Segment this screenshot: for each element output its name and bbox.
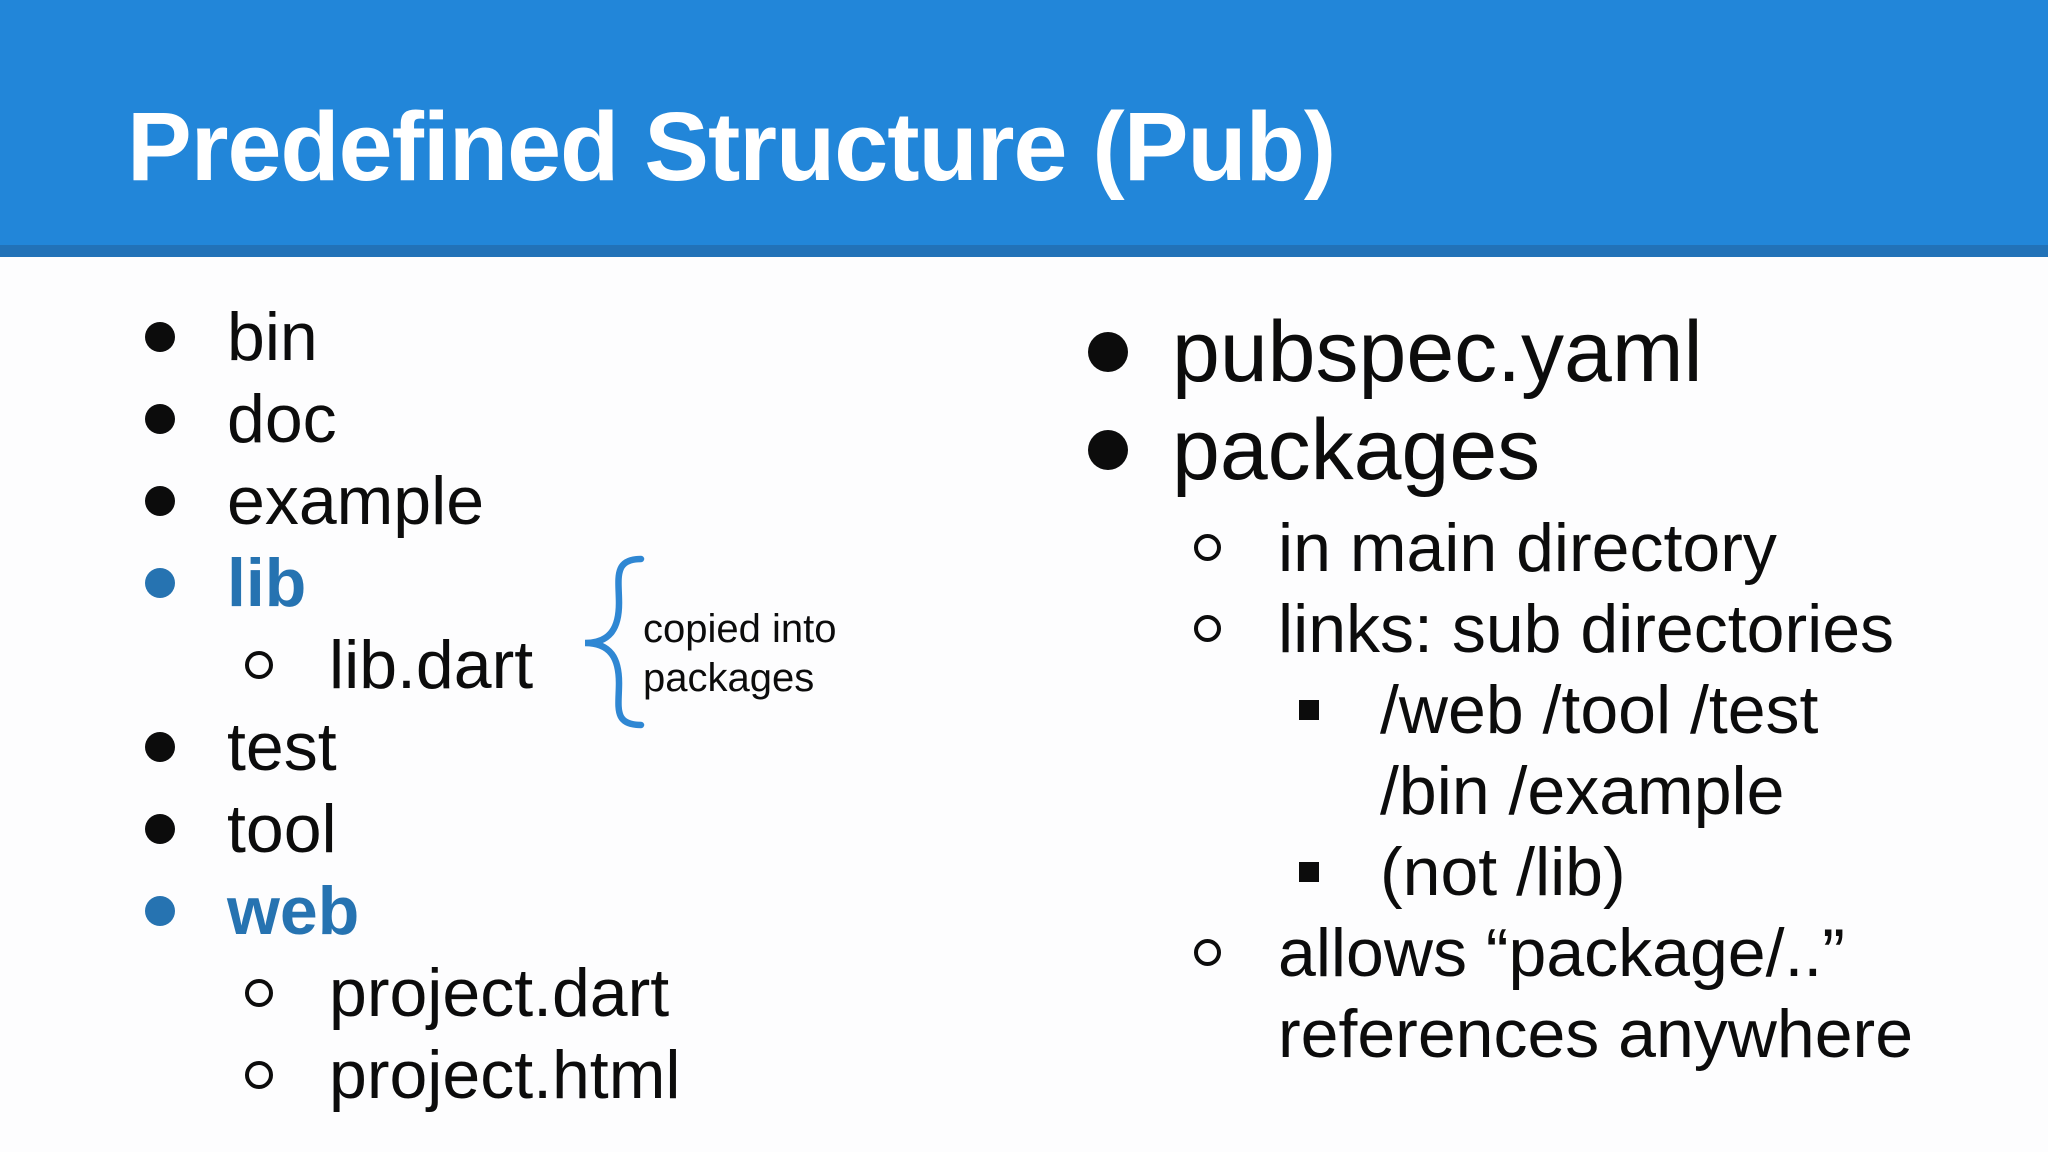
list-item-label: lib [227, 545, 307, 621]
list-item: packages [0, 401, 2048, 499]
list-item-label: doc [227, 381, 337, 457]
list-item-label: in main directory [1278, 509, 1777, 586]
list-item: in main directory [0, 507, 2048, 588]
list-item-label: /bin /example [1380, 752, 1785, 829]
list-item: (not /lib) [0, 831, 2048, 912]
list-item: lib.dart [0, 624, 2048, 706]
list-item-label: references anywhere [1278, 995, 1914, 1072]
hollow-circle-bullet-icon [245, 1061, 273, 1089]
annotation-line-2: packages [643, 656, 815, 700]
list-item-label: pubspec.yaml [1172, 304, 1703, 400]
disc-bullet-icon [145, 322, 175, 352]
list-item: tool [0, 788, 2048, 870]
list-item: /bin /example [0, 750, 2048, 831]
disc-bullet-icon [145, 486, 175, 516]
disc-bullet-icon [145, 814, 175, 844]
hollow-circle-bullet-icon [1194, 534, 1221, 561]
header-accent-strip [0, 245, 2048, 257]
list-item-label: (not /lib) [1380, 833, 1626, 910]
list-item: allows “package/..” [0, 912, 2048, 993]
list-item-label: bin [227, 299, 318, 375]
list-item-label: lib.dart [329, 627, 534, 703]
list-item-label: tool [227, 791, 337, 867]
list-item-label: allows “package/..” [1278, 914, 1845, 991]
list-item: references anywhere [0, 993, 2048, 1074]
curly-brace-icon [584, 555, 645, 729]
list-item: pubspec.yaml [0, 303, 2048, 401]
list-item: links: sub directories [0, 588, 2048, 669]
list-item: doc [0, 378, 2048, 460]
list-item: lib [0, 542, 2048, 624]
hollow-circle-bullet-icon [1194, 615, 1221, 642]
annotation-line-1: copied into [643, 607, 837, 651]
disc-bullet-icon [1088, 332, 1128, 372]
list-item-label: packages [1172, 402, 1541, 498]
list-item-label: links: sub directories [1278, 590, 1895, 667]
list-item-label: project.dart [329, 955, 670, 1031]
hollow-circle-bullet-icon [245, 651, 273, 679]
disc-bullet-icon [145, 732, 175, 762]
disc-bullet-icon [1088, 430, 1128, 470]
hollow-circle-bullet-icon [245, 979, 273, 1007]
disc-bullet-icon [145, 404, 175, 434]
list-item-label: project.html [329, 1037, 681, 1113]
list-item: /web /tool /test [0, 669, 2048, 750]
slide-title: Predefined Structure (Pub) [127, 92, 1336, 201]
list-item: project.dart [0, 952, 2048, 1034]
slide-header-bar [0, 0, 2048, 245]
hollow-circle-bullet-icon [1194, 939, 1221, 966]
disc-bullet-icon [145, 568, 175, 598]
disc-bullet-icon [145, 896, 175, 926]
list-item-label: example [227, 463, 485, 539]
brace-annotation-text: copied into packages [643, 605, 836, 703]
square-bullet-icon [1299, 699, 1319, 720]
list-item: bin [0, 296, 2048, 378]
list-item: web [0, 870, 2048, 952]
square-bullet-icon [1299, 861, 1319, 882]
list-item: example [0, 460, 2048, 542]
list-item: project.html [0, 1034, 2048, 1116]
list-item: test [0, 706, 2048, 788]
list-item-label: /web /tool /test [1380, 671, 1819, 748]
list-item-label: test [227, 709, 337, 785]
list-item-label: web [227, 873, 360, 949]
